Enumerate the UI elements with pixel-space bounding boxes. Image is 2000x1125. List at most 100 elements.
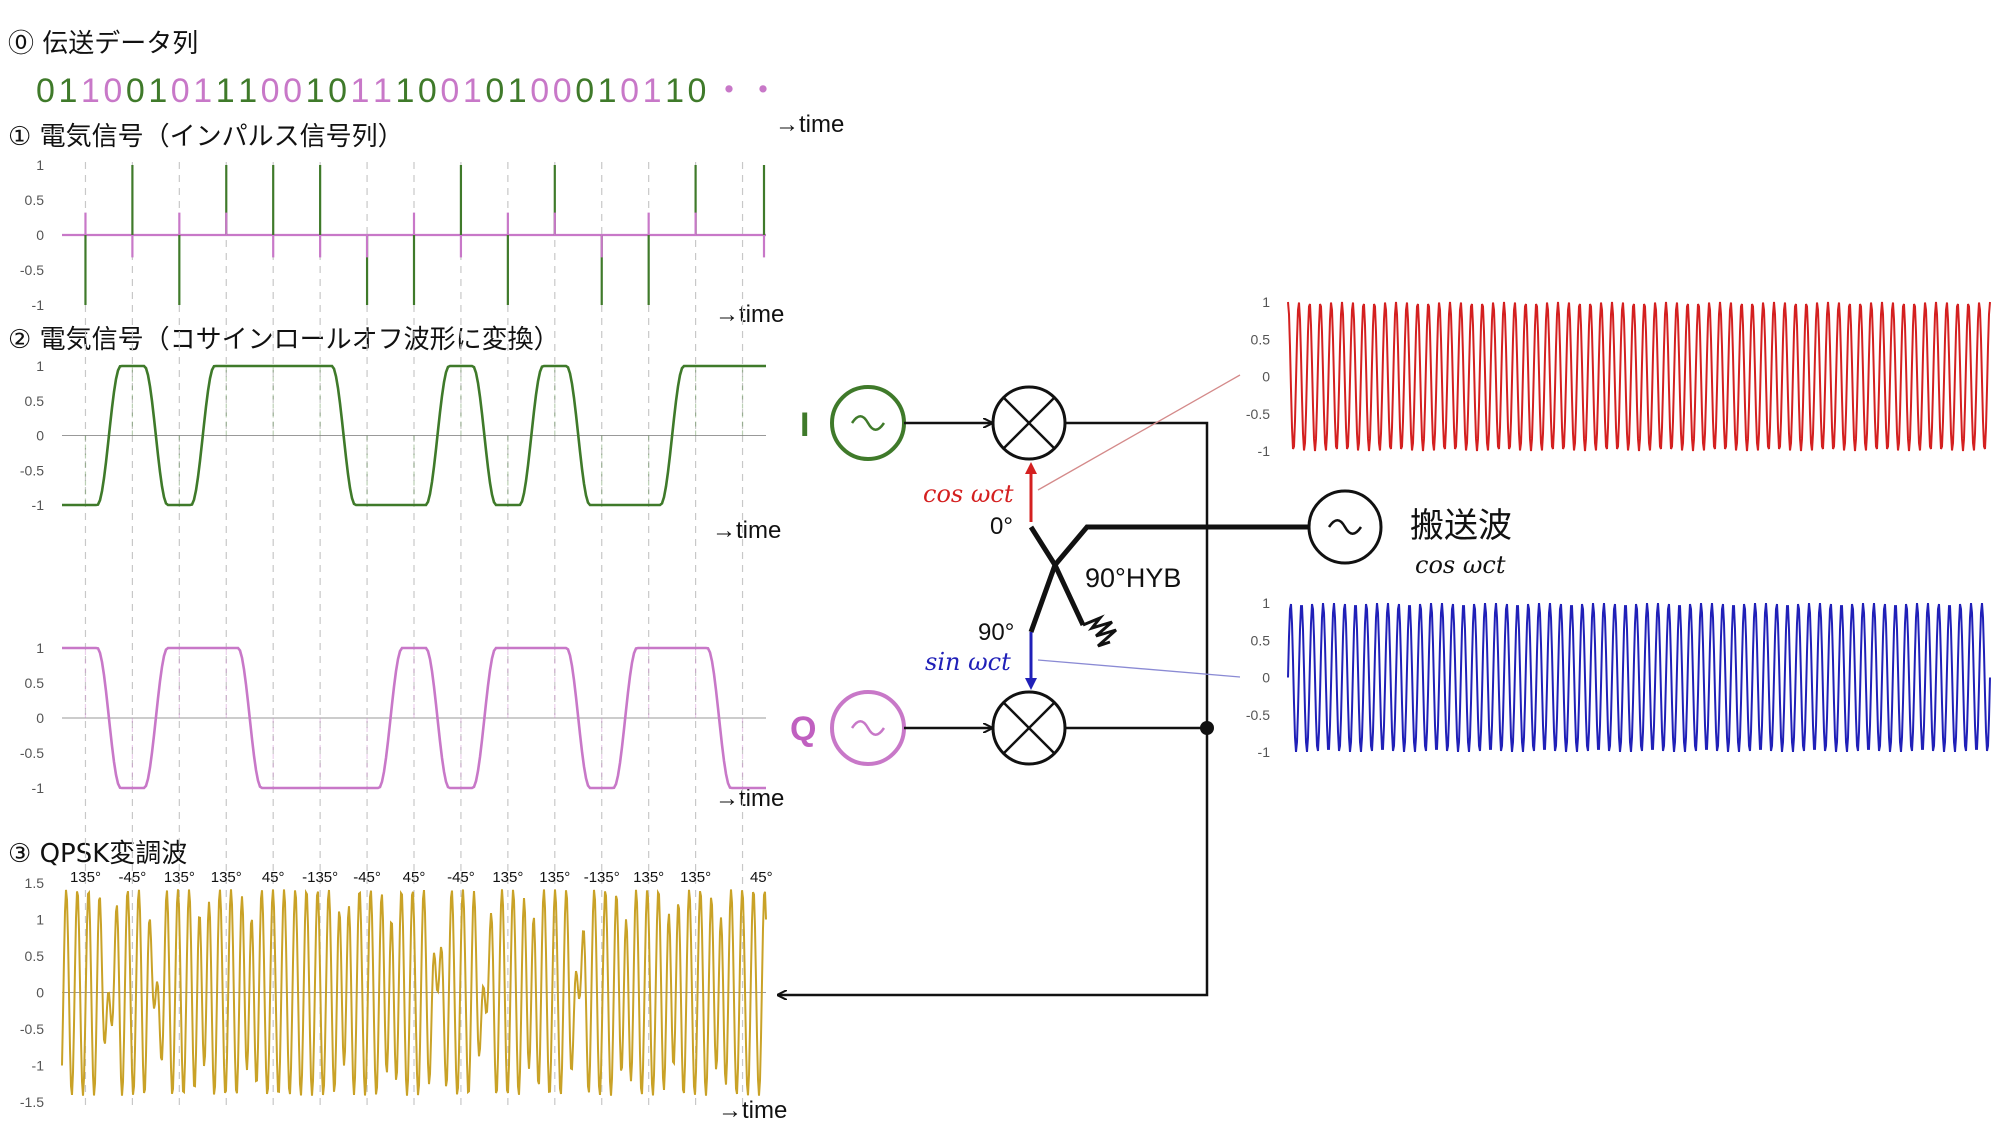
y-tick-label: 0.5 (1251, 632, 1271, 648)
time-label-impulse: →time (715, 301, 784, 328)
y-tick-label: -0.5 (20, 262, 44, 278)
phase-label: -135° (584, 869, 620, 886)
sin-pointer-line (1037, 659, 1241, 678)
y-tick-label: 1.5 (25, 875, 45, 891)
sin-label: sin ωct (925, 648, 1011, 676)
phase-label: 135° (211, 869, 242, 886)
summing-node-icon (1200, 721, 1214, 735)
phase-label: 45° (403, 869, 426, 886)
time-label-qpsk: →time (718, 1097, 787, 1124)
phase-label: 45° (750, 869, 773, 886)
phase-label: 135° (70, 869, 101, 886)
bit-digit: 1 (665, 72, 684, 110)
phase-label: 135° (492, 869, 523, 886)
title-rolloff-signal: ② 電気信号（コサインロールオフ波形に変換） (8, 325, 560, 355)
y-tick-label: -1 (32, 297, 45, 313)
bit-digit: 0 (261, 72, 280, 110)
title-qpsk-wave: ③ QPSK変調波 (8, 839, 187, 869)
y-tick-label: -0.5 (20, 462, 44, 478)
title-data-sequence: ⓪ 伝送データ列 (8, 29, 198, 59)
bit-digit: 1 (306, 72, 325, 110)
bit-digit: 0 (688, 72, 707, 110)
bit-digit: 1 (373, 72, 392, 110)
i-mixer-icon (991, 385, 1067, 461)
carrier-formula: cos ωct (1415, 551, 1506, 579)
time-label-rolloff-i: →time (712, 517, 781, 544)
phase-label: -45° (447, 869, 475, 886)
bit-digit: 0 (171, 72, 190, 110)
carrier-label: 搬送波 (1410, 506, 1512, 546)
waveform-plots: 1 0.5 0 -0.5 -1 1 0.5 0 -0.5 -1 1 0.5 0 -0.5 -1 1.5 1 0.5… (20, 157, 1991, 1110)
y-tick-label: 0 (36, 428, 44, 444)
phase-90-label: 90° (978, 619, 1014, 646)
hybrid-label: 90°HYB (1085, 563, 1181, 593)
y-tick-label: 0 (1262, 369, 1270, 385)
q-mixer-icon (991, 690, 1067, 766)
y-tick-label: 0.5 (25, 393, 45, 409)
bit-digit: 1 (81, 72, 100, 110)
y-tick-label: 1 (36, 640, 44, 656)
bit-digit: 1 (643, 72, 662, 110)
rolloff-q-curve (62, 646, 766, 790)
y-tick-label: 1 (36, 157, 44, 173)
qpsk-waveform (61, 888, 767, 1096)
y-tick-label: 0 (1262, 670, 1270, 686)
bit-digit: 1 (58, 72, 77, 110)
bit-digit: 1 (463, 72, 482, 110)
rolloff-i-axes: 1 0.5 0 -0.5 -1 (20, 358, 766, 513)
y-tick-label: 1 (36, 912, 44, 928)
y-tick-label: -0.5 (1246, 406, 1270, 422)
carrier-sin-plot: 10.50-0.5-1 (1246, 595, 1991, 760)
bit-continuation: ・・ (712, 72, 780, 110)
phase-0-label: 0° (990, 513, 1013, 540)
phase-label: -45° (353, 869, 381, 886)
bit-digit: 1 (148, 72, 167, 110)
qpsk-axes: 1.5 1 0.5 0 -0.5 -1 -1.5 (20, 875, 766, 1110)
hybrid-coupler-icon (1028, 524, 1310, 648)
y-tick-label: 0.5 (25, 192, 45, 208)
bit-digit: 1 (598, 72, 617, 110)
y-tick-label: -1 (32, 1058, 45, 1074)
phase-label: 135° (539, 869, 570, 886)
bit-digit: 0 (126, 72, 145, 110)
y-tick-label: -1 (32, 780, 45, 796)
bit-digit: 0 (103, 72, 122, 110)
carrier-cos-plot-wave (1287, 301, 1991, 452)
bit-digit: 0 (440, 72, 459, 110)
time-label-bits: →time (775, 111, 844, 138)
y-tick-label: 1 (36, 358, 44, 374)
y-tick-label: -0.5 (20, 1021, 44, 1037)
i-channel-label: I (800, 406, 809, 444)
carrier-sin-plot-wave (1287, 602, 1991, 753)
y-tick-label: -0.5 (20, 745, 44, 761)
y-tick-label: 0 (36, 985, 44, 1001)
bit-digit: 0 (530, 72, 549, 110)
y-tick-label: -1 (32, 497, 45, 513)
bit-digit: 0 (36, 72, 55, 110)
y-tick-label: 0.5 (1251, 331, 1271, 347)
y-tick-label: 0.5 (25, 948, 45, 964)
bit-digit: 0 (553, 72, 572, 110)
phase-label: 45° (262, 869, 285, 886)
bit-digit: 0 (485, 72, 504, 110)
y-tick-label: -0.5 (1246, 707, 1270, 723)
phase-label: -45° (119, 869, 147, 886)
carrier-oscillator-icon (1307, 489, 1383, 565)
phase-label: 135° (633, 869, 664, 886)
y-tick-label: -1 (1258, 744, 1271, 760)
bit-digit: 0 (283, 72, 302, 110)
output-path-line (778, 421, 1209, 995)
y-tick-label: -1.5 (20, 1094, 44, 1110)
bit-digit: 0 (418, 72, 437, 110)
cos-pointer-line (1037, 374, 1241, 491)
q-channel-label: Q (790, 710, 816, 748)
cos-label: cos ωct (923, 480, 1014, 508)
bit-digit: 1 (238, 72, 257, 110)
bit-digit: 1 (351, 72, 370, 110)
i-signal-source-icon (830, 385, 906, 461)
phase-label: 135° (680, 869, 711, 886)
bit-digit: 0 (328, 72, 347, 110)
y-tick-label: 0.5 (25, 675, 45, 691)
bit-digit: 1 (216, 72, 235, 110)
